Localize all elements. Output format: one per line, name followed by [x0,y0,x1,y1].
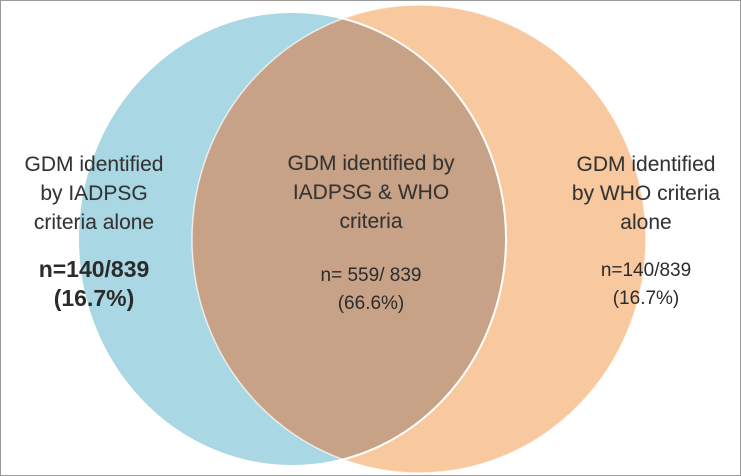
iadpsg-only-title: GDM identified by IADPSG criteria alone [24,153,164,234]
iadpsg-circle-outline [77,11,507,467]
overlap-region [192,12,506,466]
who-only-label: GDM identified by WHO criteria alone n=1… [551,150,740,313]
who-circle-outline [191,4,647,474]
overlap-title: GDM identified by IADPSG & WHO criteria [287,152,455,233]
iadpsg-only-label: GDM identified by IADPSG criteria alone … [5,150,183,313]
overlap-count: n= 559/ 839 (66.6%) [320,265,422,314]
overlap-label: GDM identified by IADPSG & WHO criteria … [235,149,507,318]
who-only-title: GDM identified by WHO criteria alone [571,153,721,234]
iadpsg-only-count: n=140/839 (16.7%) [38,256,150,311]
who-only-count: n=140/839 (16.7%) [600,260,692,309]
